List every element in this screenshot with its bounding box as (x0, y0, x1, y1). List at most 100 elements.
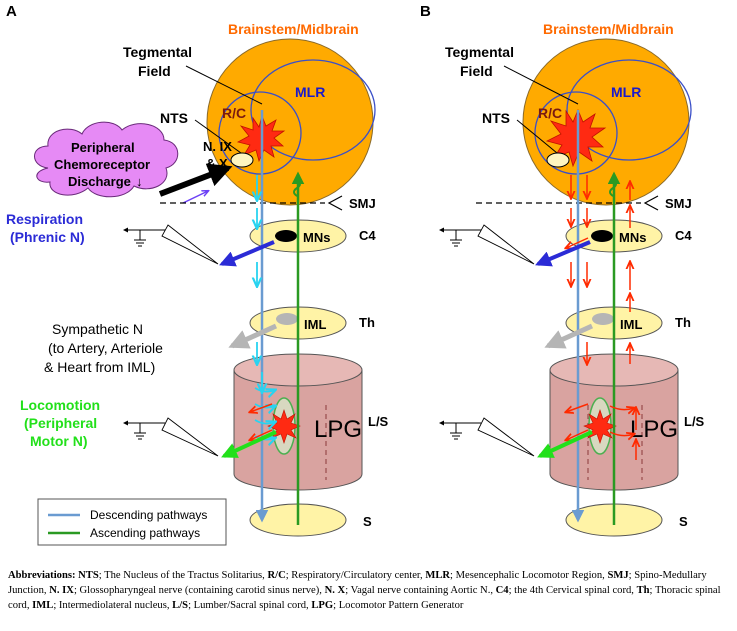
sympathetic-label: Sympathetic N (52, 321, 143, 337)
caption-definition: ; The Nucleus of the Tractus Solitarius, (98, 570, 268, 581)
caption-term: IML (32, 600, 54, 611)
svg-text:↓: ↓ (136, 174, 143, 189)
caption-definition: ; Vagal nerve containing Aortic N., (345, 585, 496, 596)
cyan-arrows (255, 175, 275, 440)
caption-definition: ; Mesencephalic Locomotor Region, (450, 570, 608, 581)
synapse-squiggle (293, 179, 301, 197)
mlr-region (250, 59, 376, 161)
locomotion-arrow (537, 430, 593, 458)
nts-nucleus (546, 152, 570, 168)
iml-cell (276, 313, 298, 325)
caption-definition: ; Thoracic spinal cord, (8, 585, 721, 611)
th-label: Th (675, 315, 691, 330)
caption-definition: ; Intermediolateral nucleus, (53, 600, 173, 611)
caption-term: N. X (324, 585, 346, 596)
red-arrows (250, 403, 273, 440)
iml-label: IML (304, 317, 326, 332)
sympathetic-arrow (544, 323, 594, 349)
caption-term: N. IX (49, 585, 74, 596)
pointer-line (503, 65, 579, 105)
lpg-burst (267, 409, 301, 444)
afferent-arrow (158, 163, 233, 197)
locomotion-label: Locomotion (20, 397, 100, 413)
caption-term: LPG (311, 600, 334, 611)
physiology-diagram: A Brainstem/Midbrain Tegmental Field MLR… (6, 3, 705, 546)
sympathetic-arrow (228, 323, 278, 349)
th-label: Th (359, 315, 375, 330)
pointer-line (185, 65, 263, 105)
mns-label: MNs (303, 230, 330, 245)
caption-term: SMJ (607, 570, 629, 581)
lpg-label: LPG (630, 416, 678, 443)
pointer-line (516, 119, 558, 154)
locomotion-arrow (221, 430, 277, 458)
caption-definition: ; Glossopharyngeal nerve (containing car… (73, 585, 325, 596)
nix-label: N. IX (203, 139, 232, 154)
c4-label: C4 (675, 228, 692, 243)
synapse-squiggle (609, 179, 617, 197)
svg-text:Chemoreceptor: Chemoreceptor (54, 157, 150, 172)
locomotion-label: (Peripheral (24, 415, 97, 431)
red-arrows (566, 175, 636, 460)
rc-region (218, 91, 302, 175)
activation-burst (545, 108, 607, 168)
ls-label: L/S (684, 414, 705, 429)
motoneuron-cell (591, 230, 613, 242)
abbreviations-caption: Abbreviations: NTS; The Nucleus of the T… (8, 568, 730, 613)
recording-electrode (439, 224, 535, 265)
smj-label: SMJ (349, 196, 376, 211)
caption-term: C4 (495, 585, 509, 596)
s-label: S (679, 514, 688, 529)
caption-term: Abbreviations: NTS (8, 570, 99, 581)
caption-definition: ; Respiratory/Circulatory center, (285, 570, 426, 581)
respiration-arrow (535, 240, 591, 267)
reduced-input-arrow (182, 191, 208, 204)
legend-ascending: Ascending pathways (90, 526, 200, 540)
nts-label: NTS (160, 110, 188, 126)
s-label: S (363, 514, 372, 529)
caption-definition: ; the 4th Cervical spinal cord, (508, 585, 637, 596)
respiration-arrow (219, 240, 275, 267)
respiration-label: Respiration (6, 211, 83, 227)
panel-a-letter: A (6, 3, 17, 20)
panel-b: B Brainstem/Midbrain Tegmental Field MLR… (420, 3, 705, 537)
smj-label: SMJ (665, 196, 692, 211)
brainstem-label: Brainstem/Midbrain (228, 21, 359, 37)
recording-electrode (123, 224, 219, 265)
smj-pointer (643, 195, 659, 211)
brainstem-label: Brainstem/Midbrain (543, 21, 674, 37)
caption-term: R/C (267, 570, 286, 581)
pointer-line (194, 119, 242, 154)
legend-descending: Descending pathways (90, 508, 207, 522)
caption-definition: ; Lumber/Sacral spinal cord, (188, 600, 312, 611)
iml-cell (592, 313, 614, 325)
iml-label: IML (620, 317, 642, 332)
tegmental-label: Tegmental (123, 44, 192, 60)
smj-pointer (327, 195, 343, 211)
caption-term: L/S (172, 600, 189, 611)
rc-region (534, 91, 618, 175)
lpg-label: LPG (314, 416, 362, 443)
c4-label: C4 (359, 228, 376, 243)
nts-nucleus (230, 152, 254, 168)
caption-term: Th (636, 585, 650, 596)
svg-text:Peripheral: Peripheral (71, 140, 135, 155)
caption-definition: ; Spino-Medullary Junction, (8, 570, 707, 596)
caption-definition: ; Locomotor Pattern Generator (333, 600, 464, 611)
mlr-label: MLR (295, 84, 325, 100)
sympathetic-label: (to Artery, Arteriole (48, 340, 163, 356)
respiration-label: (Phrenic N) (10, 229, 85, 245)
mlr-region (566, 59, 692, 161)
nts-label: NTS (482, 110, 510, 126)
motoneuron-cell (275, 230, 297, 242)
tegmental-label: Tegmental (445, 44, 514, 60)
sympathetic-label: & Heart from IML) (44, 359, 155, 375)
rc-label: R/C (538, 105, 562, 121)
chemoreceptor-cloud: Peripheral Chemoreceptor Discharge ↓ (34, 121, 179, 198)
tegmental-label: Field (138, 63, 171, 79)
svg-text:Discharge: Discharge (68, 174, 131, 189)
lpg-burst (583, 409, 617, 444)
caption-term: MLR (425, 570, 451, 581)
mlr-label: MLR (611, 84, 641, 100)
panel-a: A Brainstem/Midbrain Tegmental Field MLR… (6, 3, 389, 546)
